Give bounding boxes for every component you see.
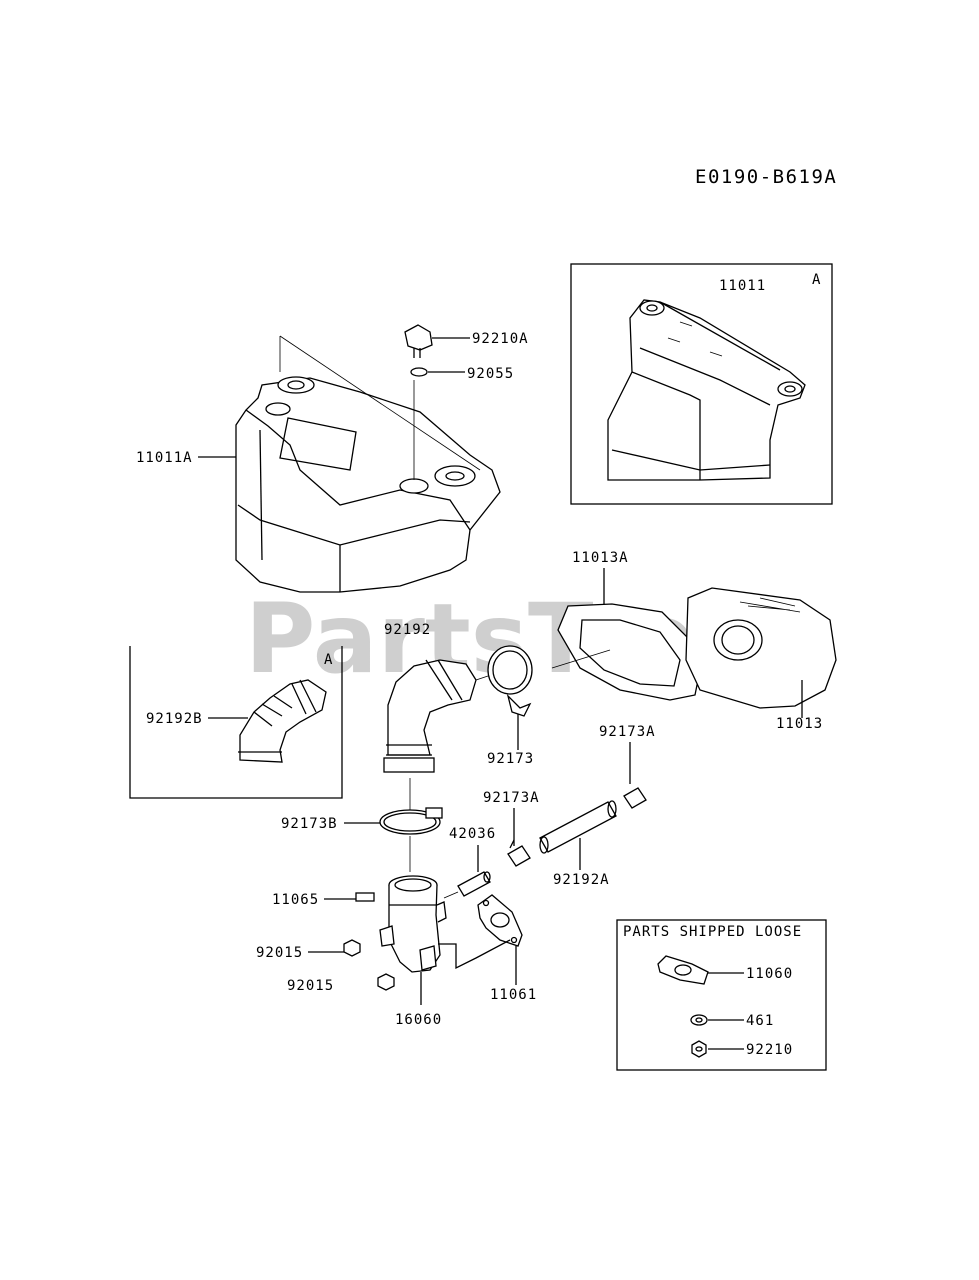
diagram-code: E0190-B619A: [695, 166, 837, 188]
callout-11013A: 11013A: [572, 550, 629, 566]
callout-92192: 92192: [384, 622, 431, 638]
callout-92173B: 92173B: [281, 816, 338, 832]
nut-lower-part: [377, 973, 395, 991]
loose-parts-title: PARTS SHIPPED LOOSE: [623, 924, 802, 940]
callout-11013: 11013: [776, 716, 823, 732]
hose-clamp-part: [487, 645, 533, 717]
callout-92015-bottom: 92015: [287, 978, 334, 994]
callout-92173: 92173: [487, 751, 534, 767]
callout-92210A: 92210A: [472, 331, 529, 347]
lock-washer-part: [690, 1014, 708, 1026]
intake-pipe-part: [379, 875, 447, 973]
callout-42036: 42036: [449, 826, 496, 842]
elbow-hose-part: [383, 659, 477, 773]
gasket-loose-part: [657, 955, 709, 985]
connector-pipe-part: [457, 871, 491, 897]
air-cleaner-cover-alt-part: [607, 299, 806, 481]
callout-92192B: 92192B: [146, 711, 203, 727]
dowel-pin-part: [355, 892, 375, 902]
elbow-hose-alt-part: [238, 679, 327, 763]
inset-box-a-top: [570, 263, 833, 505]
loose-parts-box: [616, 919, 827, 1071]
callout-92055: 92055: [467, 366, 514, 382]
callout-16060: 16060: [395, 1012, 442, 1028]
large-clamp-part: [379, 807, 443, 835]
nut-upper-part: [343, 939, 361, 957]
callout-11011A: 11011A: [136, 450, 193, 466]
callout-92173A-mid: 92173A: [483, 790, 540, 806]
callout-92015-top: 92015: [256, 945, 303, 961]
wing-nut-part: [404, 324, 433, 358]
straight-hose-part: [539, 800, 617, 854]
callout-11011: 11011: [719, 278, 766, 294]
loose-item-92210: 92210: [746, 1042, 793, 1058]
loose-item-11060: 11060: [746, 966, 793, 982]
air-filter-element-part: [685, 587, 837, 709]
callout-11061: 11061: [490, 987, 537, 1003]
washer-part: [410, 367, 428, 377]
pre-cleaner-part: [557, 603, 701, 701]
gasket-part: [477, 894, 523, 947]
small-clamp-right-part: [623, 787, 647, 809]
hex-nut-part: [691, 1040, 707, 1058]
air-cleaner-housing-part: [235, 376, 501, 593]
callout-11065: 11065: [272, 892, 319, 908]
inset-a-left-marker: A: [324, 652, 333, 668]
callout-92173A-right: 92173A: [599, 724, 656, 740]
callout-92192A: 92192A: [553, 872, 610, 888]
loose-item-461: 461: [746, 1013, 774, 1029]
small-clamp-mid-part: [507, 839, 531, 867]
inset-a-top-marker: A: [812, 272, 821, 288]
inset-box-a-left: [129, 646, 343, 799]
